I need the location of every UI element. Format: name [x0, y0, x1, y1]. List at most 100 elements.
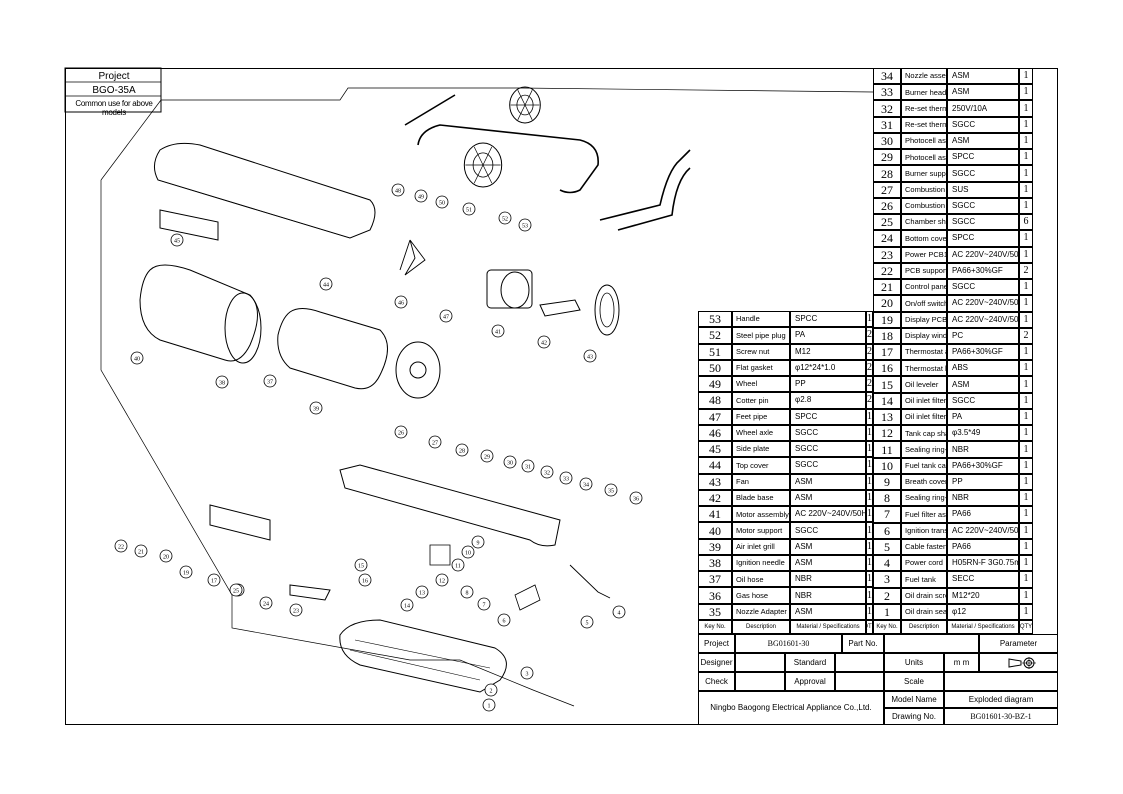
- bom-material: ASM: [947, 84, 1019, 101]
- callout-label-45: 45: [174, 239, 180, 245]
- bom-material: SGCC: [947, 214, 1019, 231]
- bom-qty: 2: [866, 327, 873, 344]
- air-inlet-grill: [594, 284, 620, 336]
- callout-43: [583, 349, 597, 363]
- bom-qty: 2: [866, 392, 873, 409]
- bom-description: Ignition needle: [732, 554, 790, 572]
- bom-description: Thermostat adjustment knob nut: [901, 344, 947, 361]
- motor: [486, 269, 533, 309]
- bom-keyno: 1: [873, 603, 901, 620]
- bom-keyno: 5: [873, 538, 901, 556]
- burner-hole: [409, 361, 427, 379]
- bom-material: AC 220V~240V/50Hz: [947, 295, 1019, 312]
- bom-qty: 1: [866, 441, 873, 458]
- bom-material: 250V/10A: [947, 100, 1019, 117]
- bom-keyno: 52: [698, 327, 732, 344]
- callout-44: [319, 277, 333, 291]
- project-box-model: BGO-35A: [92, 85, 136, 96]
- housing-end: [224, 292, 262, 364]
- callout-label-22: 22: [118, 545, 124, 551]
- bom-qty: 1: [1019, 344, 1033, 361]
- title-approval-label: Approval: [785, 672, 835, 691]
- callout-28: [455, 443, 469, 457]
- callout-16: [358, 573, 372, 587]
- bom-qty: 2: [1019, 327, 1033, 344]
- callout-38: [215, 375, 229, 389]
- bom-material: PP: [947, 473, 1019, 491]
- bom-qty: 1: [1019, 392, 1033, 409]
- callout-label-31: 31: [525, 465, 531, 471]
- bom-qty: 2: [866, 343, 873, 360]
- bom-qty: 1: [1019, 555, 1033, 572]
- bom-qty: 1: [866, 571, 873, 588]
- bom-description: Tank cap shaft: [901, 425, 947, 442]
- callout-23: [289, 603, 303, 617]
- bom-qty: 1: [1019, 538, 1033, 556]
- callout-24: [259, 596, 273, 610]
- bom-keyno: 11: [873, 441, 901, 458]
- callout-37: [263, 374, 277, 388]
- callout-35: [604, 483, 618, 497]
- control-panel: [209, 504, 271, 541]
- callout-36: [629, 491, 643, 505]
- bom-description: Display window: [901, 327, 947, 344]
- bom-material: ASM: [790, 473, 866, 490]
- bom-description: Fuel tank: [901, 571, 947, 588]
- callout-label-20: 20: [163, 555, 169, 561]
- bom-description: Re-set thermostat: [901, 100, 947, 117]
- callout-label-34: 34: [583, 483, 589, 489]
- fan: [399, 239, 426, 276]
- top-cover: [154, 142, 376, 239]
- callout-label-41: 41: [495, 330, 501, 336]
- callout-6: [497, 613, 511, 627]
- bom-keyno: 30: [873, 132, 901, 150]
- bom-keyno: 23: [873, 246, 901, 263]
- bom-keyno: 9: [873, 473, 901, 491]
- bom-material: PA: [790, 327, 866, 344]
- bom-qty: 1: [1019, 197, 1033, 215]
- bom-qty: 2: [1019, 262, 1033, 280]
- bom-qty: 1: [866, 506, 873, 523]
- bom-qty: 1: [866, 489, 873, 507]
- callout-label-10: 10: [465, 551, 471, 557]
- bom-material: ABS: [947, 360, 1019, 377]
- bom-description: Top cover: [732, 457, 790, 474]
- bom-keyno: 34: [873, 68, 901, 85]
- wheel-2: [463, 142, 503, 188]
- title-check-label: Check: [698, 672, 735, 691]
- bom-description: Power PCB1: [901, 246, 947, 263]
- bom-description: Oil drain screw: [901, 587, 947, 604]
- bom-description: Power cord: [901, 555, 947, 572]
- callout-22: [114, 539, 128, 553]
- bom-description: Air inlet grill: [732, 538, 790, 555]
- projection-icon: [1008, 656, 1036, 669]
- bom-qty: 1: [1019, 246, 1033, 263]
- bom-material: NBR: [947, 441, 1019, 458]
- callout-label-17: 17: [211, 579, 217, 585]
- bom-qty: 1: [1019, 457, 1033, 474]
- bom-material: AC 220V~240V/50Hz: [947, 522, 1019, 539]
- title-approval-value: [835, 672, 884, 691]
- bom-material: NBR: [947, 490, 1019, 507]
- bom-qty: 2: [866, 359, 873, 377]
- frame-outline: [100, 87, 874, 707]
- bom-material: SGCC: [790, 522, 866, 539]
- side-plate: [159, 209, 219, 241]
- fuel-tank: [339, 619, 507, 693]
- bom-keyno: 40: [698, 522, 732, 539]
- callout-label-5: 5: [586, 621, 589, 627]
- callout-41: [491, 324, 505, 338]
- title-units-label: Units: [884, 653, 944, 672]
- title-part-no-label: Part No.: [842, 634, 884, 653]
- tank-ribs: [349, 639, 491, 681]
- bom-material: ASM: [947, 68, 1019, 85]
- bom-description: Breath cover: [901, 473, 947, 491]
- bom-description: Gas hose: [732, 587, 790, 604]
- bom-qty: 1: [1019, 408, 1033, 426]
- callout-26: [394, 425, 408, 439]
- bom-keyno: 50: [698, 359, 732, 377]
- bom-description: Oil hose: [732, 571, 790, 588]
- bom-qty: 2: [866, 376, 873, 393]
- callout-label-48: 48: [395, 189, 401, 195]
